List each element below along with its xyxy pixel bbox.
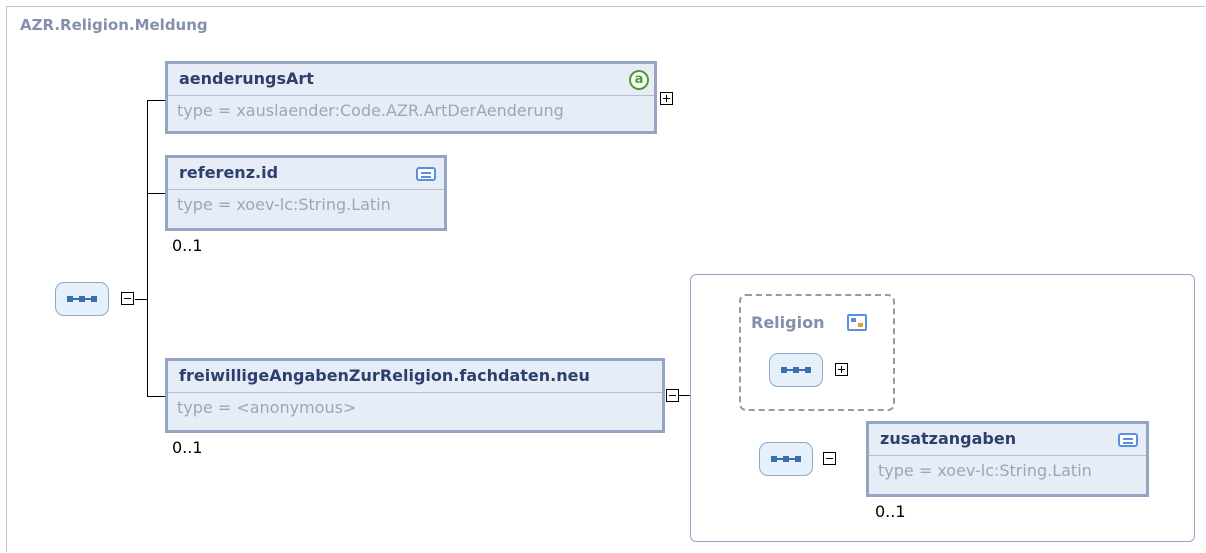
sequence-icon — [781, 367, 811, 373]
element-name: zusatzangaben — [880, 429, 1017, 448]
religion-expand-toggle[interactable] — [835, 363, 848, 376]
element-type: type = <anonymous> — [177, 398, 357, 417]
anonymous-complex-type-box — [690, 274, 1195, 542]
group-name: Religion — [751, 313, 825, 332]
element-name: referenz.id — [179, 163, 279, 182]
connector-to-referenz-id — [147, 193, 167, 194]
group-religion[interactable]: Religion — [739, 294, 895, 411]
freiwillige-collapse-toggle[interactable] — [666, 389, 679, 402]
element-type: type = xoev-lc:String.Latin — [177, 195, 391, 214]
inner-sequence-collapse-toggle[interactable] — [823, 452, 836, 465]
element-name: freiwilligeAngabenZurReligion.fachdaten.… — [179, 366, 590, 385]
element-freiwillige-angaben[interactable]: freiwilligeAngabenZurReligion.fachdaten.… — [165, 358, 665, 433]
element-name: aenderungsArt — [179, 69, 314, 88]
element-type: type = xoev-lc:String.Latin — [878, 461, 1092, 480]
element-zusatzangaben[interactable]: zusatzangaben type = xoev-lc:String.Lati… — [866, 421, 1149, 497]
freiwillige-cardinality: 0..1 — [172, 438, 203, 457]
element-aenderungsart[interactable]: aenderungsArt a type = xauslaender:Code.… — [165, 61, 657, 134]
element-type: type = xauslaender:Code.AZR.ArtDerAender… — [177, 101, 564, 120]
sequence-icon — [67, 296, 97, 302]
element-referenz-id[interactable]: referenz.id type = xoev-lc:String.Latin — [165, 155, 447, 231]
root-collapse-toggle[interactable] — [121, 292, 134, 305]
sequence-icon — [771, 456, 801, 462]
diagram-title: AZR.Religion.Meldung — [20, 16, 208, 34]
zusatzangaben-cardinality: 0..1 — [875, 502, 906, 521]
root-sequence-compositor[interactable] — [55, 282, 109, 316]
connector-to-aenderungsart — [147, 100, 167, 101]
connector-to-freiwillige — [147, 396, 167, 397]
aenderungsart-expand-toggle[interactable] — [660, 92, 673, 105]
documentation-icon — [416, 167, 436, 181]
diagram-frame — [6, 6, 1205, 552]
connector-root-out — [135, 299, 147, 300]
attribute-icon: a — [629, 70, 649, 90]
documentation-icon — [1118, 433, 1138, 447]
inner-sequence-compositor[interactable] — [759, 442, 813, 476]
group-reference-icon — [847, 314, 867, 331]
religion-sequence-compositor[interactable] — [769, 353, 823, 387]
connector-root-spine — [147, 100, 148, 397]
referenz-id-cardinality: 0..1 — [172, 236, 203, 255]
